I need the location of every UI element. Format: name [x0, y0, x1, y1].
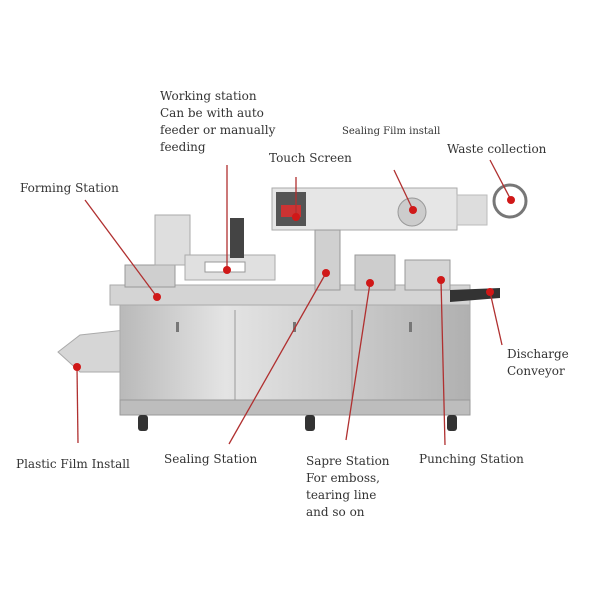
marker-dots [73, 196, 515, 371]
label-waste-collection: Waste collection [447, 142, 547, 156]
label-sealing-film-install: Sealing Film install [342, 126, 441, 137]
machine-base [119, 399, 471, 416]
machine-cabinet [119, 304, 471, 401]
label-punching-station: Punching Station [419, 452, 524, 466]
label-sealing-station: Sealing Station [164, 452, 258, 466]
wheel [138, 415, 148, 431]
leader-lines [76, 159, 512, 446]
plastic-film-roll [57, 329, 126, 373]
sealing-station-unit [314, 229, 341, 291]
punching-station-unit [404, 259, 451, 291]
label-plastic-film-install: Plastic Film Install [16, 457, 130, 471]
label-discharge-conveyor: Discharge Conveyor [507, 347, 569, 378]
label-sapre-station: Sapre Station For emboss, tearing line a… [306, 454, 390, 519]
waste-collection-wheel [492, 183, 528, 219]
label-touch-screen: Touch Screen [269, 151, 352, 165]
wheel [447, 415, 457, 431]
label-working-station: Working station Can be with auto feeder … [160, 89, 276, 154]
forming-station-unit [124, 264, 176, 288]
label-forming-station: Forming Station [20, 181, 119, 195]
wheel [305, 415, 315, 431]
